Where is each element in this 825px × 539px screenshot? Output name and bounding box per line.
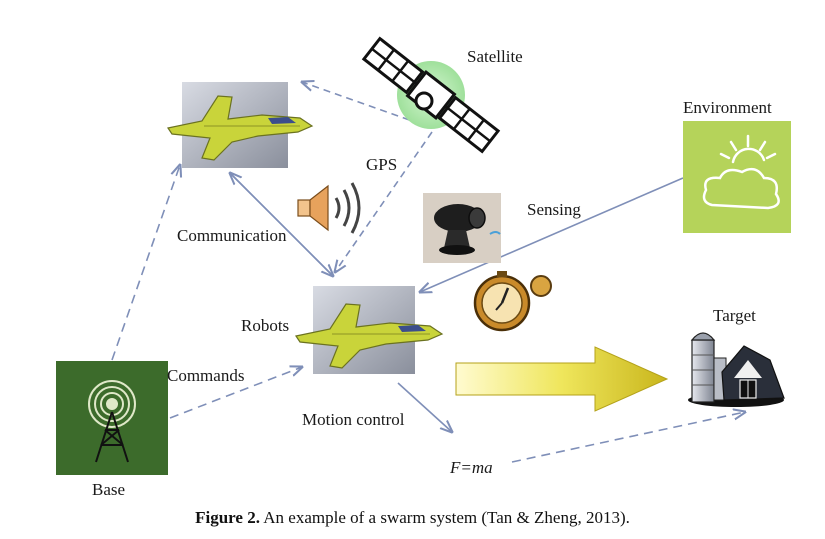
arrow-formula-to-target xyxy=(511,412,745,463)
label-satellite: Satellite xyxy=(467,47,523,66)
figure-caption: Figure 2. An example of a swarm system (… xyxy=(0,508,825,528)
caption-text: An example of a swarm system (Tan & Zhen… xyxy=(259,508,630,527)
camera-icon xyxy=(423,193,501,263)
label-gps: GPS xyxy=(366,155,397,174)
arrow-communication-back xyxy=(230,173,334,277)
connectors xyxy=(111,82,745,463)
label-robots: Robots xyxy=(241,316,289,335)
diagram-canvas: Satellite GPS Communication Sensing xyxy=(56,36,791,499)
speaker-icon xyxy=(297,182,361,234)
robots-node xyxy=(295,286,444,374)
jet-icon xyxy=(295,303,444,369)
arrow-gps-to-robots xyxy=(335,131,433,272)
label-communication: Communication xyxy=(177,226,287,245)
environment-node xyxy=(683,121,791,233)
big-arrow-icon xyxy=(455,346,669,412)
jet-icon xyxy=(167,95,314,161)
caption-prefix: Figure 2. xyxy=(195,508,260,527)
satellite-icon xyxy=(361,36,501,154)
label-environment: Environment xyxy=(683,98,772,117)
label-formula: F=ma xyxy=(449,458,493,477)
label-sensing: Sensing xyxy=(527,200,581,219)
arrow-motion-control xyxy=(397,382,452,432)
radio-tower-icon xyxy=(88,380,136,428)
farm-silo-icon xyxy=(688,332,785,407)
arrow-satellite-to-plane xyxy=(302,82,433,129)
plane-comm-node xyxy=(167,82,314,168)
label-commands: Commands xyxy=(167,366,244,385)
target-node xyxy=(688,332,785,407)
label-base: Base xyxy=(92,480,125,499)
base-node xyxy=(56,361,168,475)
clock-icon xyxy=(473,271,552,332)
label-target: Target xyxy=(713,306,756,325)
label-motion-control: Motion control xyxy=(302,410,405,429)
arrow-commands xyxy=(169,367,302,419)
arrow-sensing xyxy=(420,177,684,292)
arrow-base-to-plane xyxy=(111,165,180,361)
cloud-sun-icon xyxy=(702,134,780,210)
